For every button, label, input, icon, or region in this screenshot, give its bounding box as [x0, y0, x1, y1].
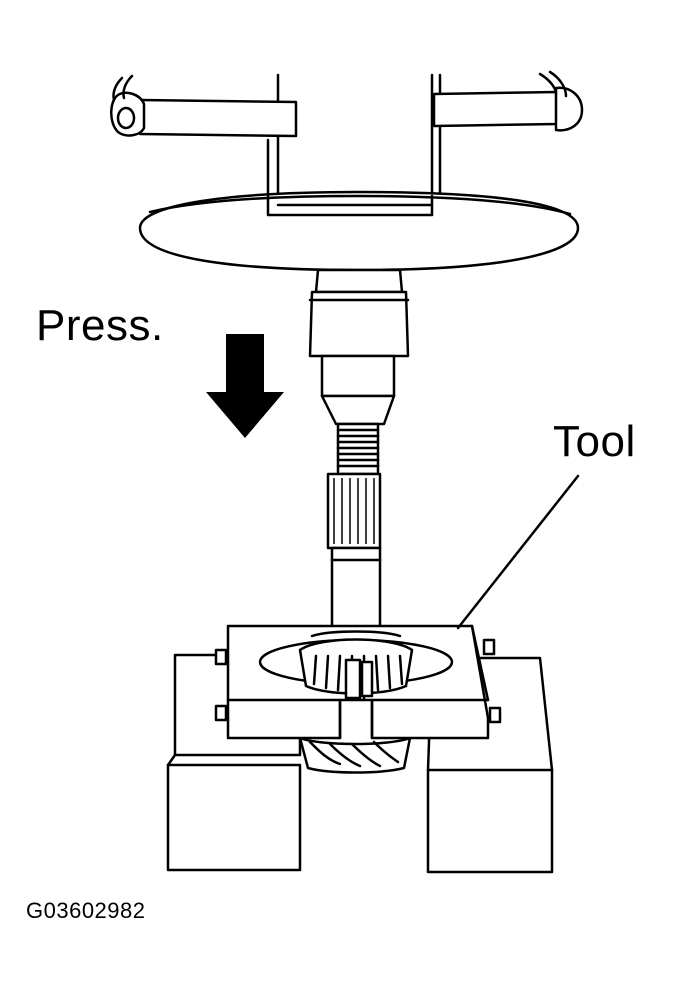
tool-leader-line — [456, 474, 580, 630]
pinion-gear — [298, 736, 412, 774]
down-arrow-icon — [206, 334, 284, 438]
tool-label: Tool — [553, 417, 636, 466]
tapered-bearing — [298, 630, 414, 702]
figure-id: G03602982 — [26, 898, 146, 923]
splined-shaft — [326, 472, 382, 640]
press-ram — [308, 268, 410, 426]
press-label: Press. — [36, 301, 164, 350]
press-frame — [266, 73, 442, 202]
press-platen — [138, 190, 580, 272]
right-handle — [432, 70, 584, 132]
left-handle — [110, 74, 298, 138]
threaded-end — [336, 422, 380, 476]
